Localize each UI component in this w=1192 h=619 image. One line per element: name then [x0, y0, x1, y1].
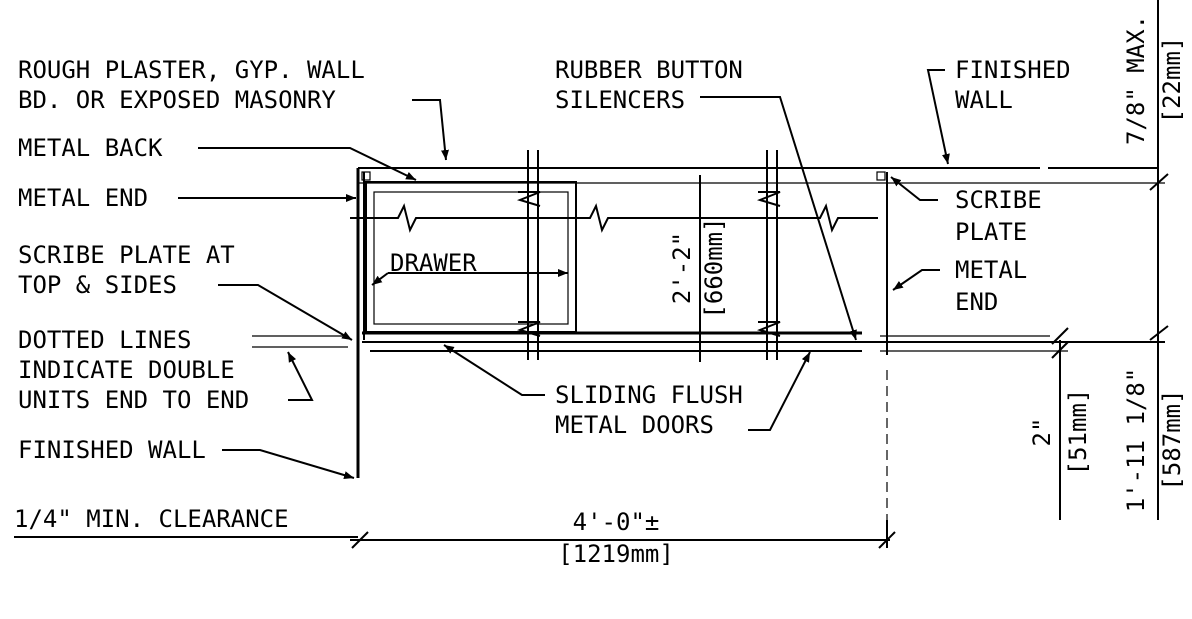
label-rubber-button-2: SILENCERS	[555, 86, 685, 114]
leader-lines	[14, 69, 950, 538]
label-scribe-plate-1: SCRIBE PLATE AT	[18, 241, 235, 269]
label-dotted-1: DOTTED LINES	[18, 326, 191, 354]
offset-tick-2	[1051, 341, 1069, 359]
leader-metal-end-right	[892, 269, 940, 291]
label-finished-wall-left: FINISHED WALL	[18, 436, 206, 464]
dim-width: 4'-0"±	[573, 508, 660, 536]
zigzag-1	[516, 191, 541, 207]
width-tick-left	[351, 531, 369, 549]
dim-width-mm: [1219mm]	[558, 540, 674, 568]
dimension-texts: 4'-0"± [1219mm] 2'-2" [660mm] 7/8" MAX. …	[558, 15, 1186, 568]
dim-max-depth: 7/8" MAX.	[1122, 15, 1150, 145]
label-metal-end-left: METAL END	[18, 184, 148, 212]
label-dotted-2: INDICATE DOUBLE	[18, 356, 235, 384]
depth-tick-2	[1149, 325, 1169, 341]
label-rubber-button-1: RUBBER BUTTON	[555, 56, 743, 84]
leader-silencers	[700, 96, 857, 341]
leader-dotted	[287, 351, 314, 401]
text-labels: ROUGH PLASTER, GYP. WALL BD. OR EXPOSED …	[14, 56, 1071, 533]
dimension-lines	[350, 0, 1169, 549]
label-clearance: 1/4" MIN. CLEARANCE	[14, 505, 289, 533]
label-sliding-2: METAL DOORS	[555, 411, 714, 439]
leader-rough-plaster	[412, 99, 449, 161]
dim-total-depth-mm: [587mm]	[1158, 389, 1186, 490]
dim-height: 2'-2"	[668, 232, 696, 304]
label-metal-end-right-2: END	[955, 288, 998, 316]
dim-height-mm: [660mm]	[700, 217, 728, 318]
label-finished-2: WALL	[955, 86, 1013, 114]
section-break-line	[350, 203, 878, 233]
dim-door-offset-mm: [51mm]	[1064, 389, 1092, 476]
leader-metal-back	[198, 147, 417, 181]
zigzag-2	[516, 321, 541, 337]
label-scribe-right-1: SCRIBE	[955, 186, 1042, 214]
scribe-plate-top-right	[876, 171, 886, 181]
offset-tick-1	[1051, 327, 1069, 345]
depth-tick-1	[1149, 173, 1169, 191]
label-finished-1: FINISHED	[955, 56, 1071, 84]
drawer-inner	[373, 191, 569, 325]
leader-finished-wall	[222, 449, 355, 479]
label-scribe-plate-2: TOP & SIDES	[18, 271, 177, 299]
dim-max-depth-mm: [22mm]	[1158, 37, 1186, 124]
leader-scribe-left	[218, 284, 353, 341]
zigzag-3	[756, 191, 781, 207]
label-rough-plaster-2: BD. OR EXPOSED MASONRY	[18, 86, 336, 114]
dim-door-offset: 2"	[1028, 418, 1056, 447]
label-metal-end-right-1: METAL	[955, 256, 1027, 284]
label-metal-back: METAL BACK	[18, 134, 163, 162]
zigzag-4	[756, 321, 781, 337]
leader-finished-wall-right	[926, 69, 950, 165]
label-scribe-right-2: PLATE	[955, 218, 1027, 246]
leader-doors-1	[443, 344, 545, 396]
label-rough-plaster-1: ROUGH PLASTER, GYP. WALL	[18, 56, 365, 84]
label-sliding-1: SLIDING FLUSH	[555, 381, 743, 409]
dim-total-depth: 1'-11 1/8"	[1122, 368, 1150, 513]
scribe-plate-top-left	[361, 171, 371, 181]
label-drawer: DRAWER	[390, 249, 477, 277]
leader-drawer-left	[371, 272, 389, 286]
leader-scribe-right	[890, 176, 938, 201]
label-dotted-3: UNITS END TO END	[18, 386, 249, 414]
leader-doors-2	[748, 351, 811, 431]
